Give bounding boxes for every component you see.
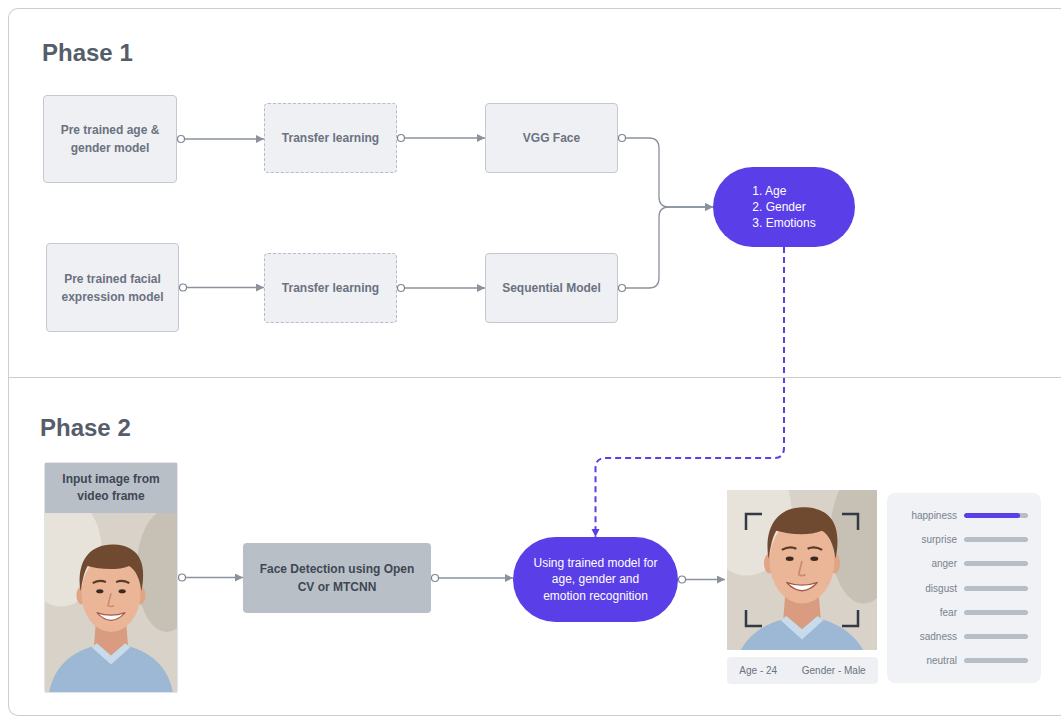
emotion-row: surprise: [897, 527, 1031, 551]
connector-line: [618, 207, 713, 288]
connector-line: [178, 577, 243, 578]
card-header: Input image from video frame: [45, 463, 177, 513]
result-value: Age - 24: [739, 665, 777, 676]
connector-start-dot: [619, 285, 626, 292]
score-bar: [964, 586, 1028, 591]
pill-text-group: Using trained model for age, gender and …: [529, 555, 662, 604]
process-box: Face Detection using Open CV or MTCNN: [243, 543, 431, 613]
process-box: Pre trained age & gender model: [43, 95, 177, 183]
box-text-group: Sequential Model: [502, 279, 601, 297]
score-bar: [964, 658, 1028, 663]
phase-band: Phase 2 Input image from video frameFace …: [8, 378, 1061, 716]
connector-start-dot: [178, 136, 185, 143]
card-heading: Input image from video frame: [51, 471, 171, 505]
emotion-label: fear: [897, 607, 957, 618]
process-box: Transfer learning: [264, 253, 397, 323]
result-strip: Age - 24 Gender - Male: [727, 657, 878, 684]
pill-label: 1. Age: [752, 183, 815, 199]
score-bar: [964, 537, 1028, 542]
phase-band: Phase 1Pre trained age & gender modelTra…: [8, 8, 1061, 378]
score-bar: [964, 610, 1028, 615]
emotion-row: sadness: [897, 624, 1031, 648]
emotion-label: anger: [897, 558, 957, 569]
emotion-row: neutral: [897, 649, 1031, 673]
connector-line: [431, 577, 513, 578]
connector-start-dot: [398, 135, 405, 142]
score-bar: [964, 561, 1028, 566]
pill-label: Using trained model for age, gender and …: [529, 555, 662, 604]
emotion-row: happiness: [897, 503, 1031, 527]
phase-heading: Phase 1: [42, 39, 133, 67]
box-label: Sequential Model: [502, 279, 601, 297]
emotion-panel: happiness surprise anger disgust fear sadness…: [887, 493, 1041, 683]
dashed-connector: [596, 247, 785, 537]
box-label: Pre trained facial expression model: [57, 270, 168, 306]
connector-line: [179, 287, 264, 288]
emotion-label: neutral: [897, 655, 957, 666]
result-value: Gender - Male: [802, 665, 866, 676]
connector-start-dot: [180, 284, 187, 291]
box-label: Transfer learning: [282, 279, 379, 297]
emotion-label: surprise: [897, 534, 957, 545]
result-card: Age - 24 Gender - Male: [725, 487, 880, 684]
pill-label: 3. Emotions: [752, 215, 815, 231]
box-text-group: Face Detection using Open CV or MTCNN: [255, 560, 419, 596]
pill-text-group: 1. Age2. Gender3. Emotions: [752, 183, 815, 232]
output-pill: 1. Age2. Gender3. Emotions: [713, 167, 855, 247]
phase-heading: Phase 2: [40, 414, 131, 442]
connector-line: [177, 138, 264, 139]
model-pill: Using trained model for age, gender and …: [513, 537, 678, 622]
emotion-row: fear: [897, 600, 1031, 624]
process-box: Transfer learning: [264, 103, 397, 173]
box-label: VGG Face: [523, 129, 580, 147]
emotion-row: anger: [897, 552, 1031, 576]
emotion-label: disgust: [897, 583, 957, 594]
box-label: Face Detection using Open CV or MTCNN: [255, 560, 419, 596]
connector-start-dot: [432, 575, 439, 582]
connector-line: [397, 137, 485, 138]
box-label: Pre trained age & gender model: [54, 121, 166, 157]
box-text-group: Pre trained age & gender model: [54, 121, 166, 157]
input-card: Input image from video frame: [44, 462, 178, 693]
box-text-group: Pre trained facial expression model: [57, 270, 168, 306]
box-text-group: Transfer learning: [282, 279, 379, 297]
score-bar: [964, 513, 1028, 518]
connector-start-dot: [179, 574, 186, 581]
connector-line: [397, 287, 485, 288]
pill-label: 2. Gender: [752, 199, 815, 215]
connector-start-dot: [398, 285, 405, 292]
emotion-row: disgust: [897, 576, 1031, 600]
box-text-group: VGG Face: [523, 129, 580, 147]
connector-start-dot: [619, 135, 626, 142]
connector-start-dot: [679, 576, 686, 583]
box-label: Transfer learning: [282, 129, 379, 147]
connector-line: [618, 138, 713, 207]
process-box: Sequential Model: [485, 253, 618, 323]
process-box: VGG Face: [485, 103, 618, 173]
box-text-group: Transfer learning: [282, 129, 379, 147]
score-bar: [964, 634, 1028, 639]
score-fill: [964, 513, 1020, 518]
emotion-label: sadness: [897, 631, 957, 642]
process-box: Pre trained facial expression model: [46, 243, 179, 332]
emotion-label: happiness: [897, 510, 957, 521]
